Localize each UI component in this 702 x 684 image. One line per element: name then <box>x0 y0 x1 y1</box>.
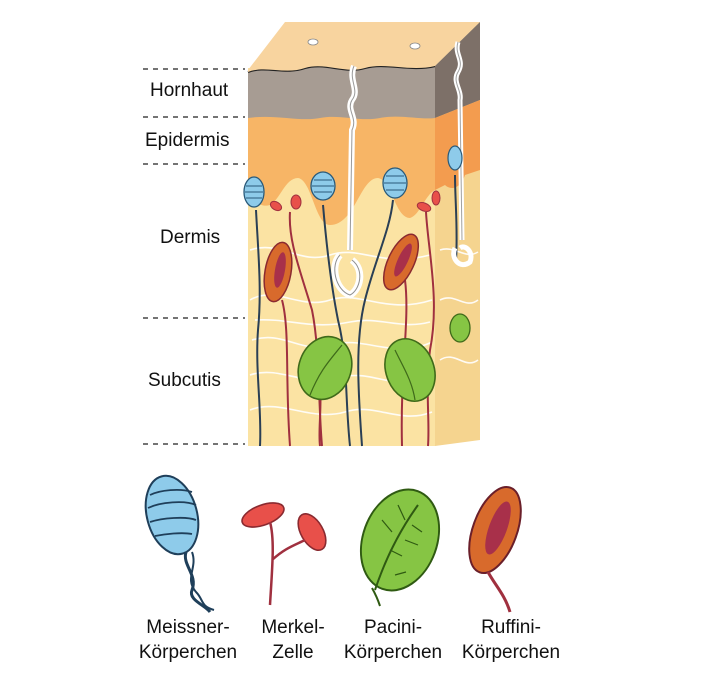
ruffini-legend-icon <box>468 486 522 613</box>
meissner-legend-icon <box>144 474 215 614</box>
nerves-dark <box>255 174 458 447</box>
merkel-in-skin <box>269 190 441 212</box>
legend-label-pacini-line1: Pacini- <box>363 617 423 638</box>
layer-dividers <box>143 68 245 445</box>
layer-label-hornhaut: Hornhaut <box>150 80 229 101</box>
legend-label-ruffini-line1: Ruffini- <box>481 617 541 638</box>
layer-label-subcutis: Subcutis <box>148 370 221 391</box>
pacini-legend-icon <box>359 488 441 607</box>
pacini-in-skin <box>297 313 471 402</box>
legend-label-pacini-line2: Körperchen <box>343 642 443 663</box>
meissner-in-skin <box>243 145 463 208</box>
layer-label-epidermis: Epidermis <box>145 130 230 151</box>
legend-label-merkel-line2: Zelle <box>272 642 314 663</box>
legend-label-merkel: Merkel- Zelle <box>233 615 353 665</box>
legend-label-ruffini-line2: Körperchen <box>461 642 561 663</box>
layer-label-dermis: Dermis <box>160 227 221 248</box>
hairs <box>331 41 474 299</box>
legend-label-pacini: Pacini- Körperchen <box>333 615 453 665</box>
legend-label-meissner-line1: Meissner- <box>146 617 230 638</box>
legend-label-meissner: Meissner- Körperchen <box>128 615 248 665</box>
legend-label-ruffini: Ruffini- Körperchen <box>451 615 571 665</box>
legend-label-merkel-line1: Merkel- <box>261 617 325 638</box>
ruffini-in-skin <box>263 233 420 303</box>
merkel-legend-icon <box>241 502 327 606</box>
skin-block-top <box>248 22 480 72</box>
legend-label-meissner-line2: Körperchen <box>138 642 238 663</box>
